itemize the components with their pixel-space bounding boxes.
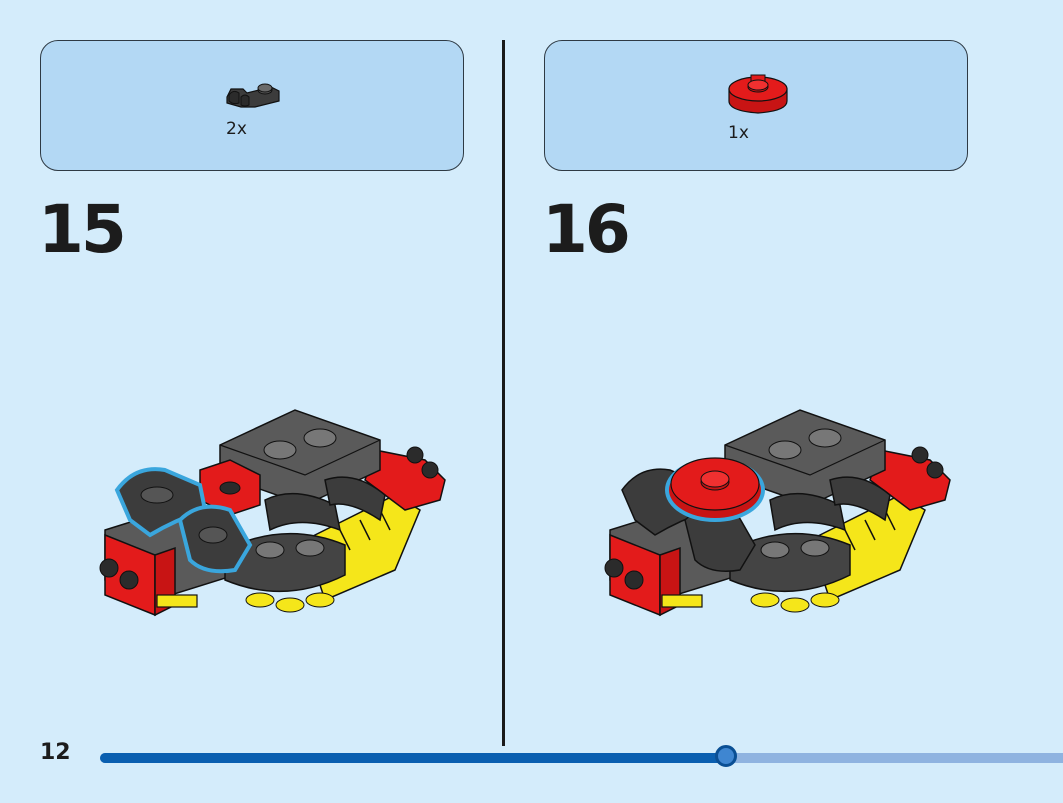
- part-quantity: 1x: [728, 123, 749, 143]
- step-number-15: 15: [38, 191, 127, 268]
- step-divider: [502, 40, 505, 746]
- parts-callout-step-16: 1x: [544, 40, 968, 171]
- model-illustration-step-16: [604, 409, 951, 617]
- progress-bar: [100, 745, 1063, 767]
- progress-knob: [715, 745, 737, 767]
- model-illustration-step-15: [99, 409, 446, 617]
- progress-fill: [100, 753, 726, 763]
- part-quantity: 2x: [226, 119, 247, 139]
- dark-gray-plate-with-clip-icon: [226, 83, 280, 108]
- page-number: 12: [40, 740, 71, 765]
- step-number-16: 16: [542, 191, 631, 268]
- red-round-plate-icon: [728, 74, 788, 114]
- parts-callout-step-15: 2x: [40, 40, 464, 171]
